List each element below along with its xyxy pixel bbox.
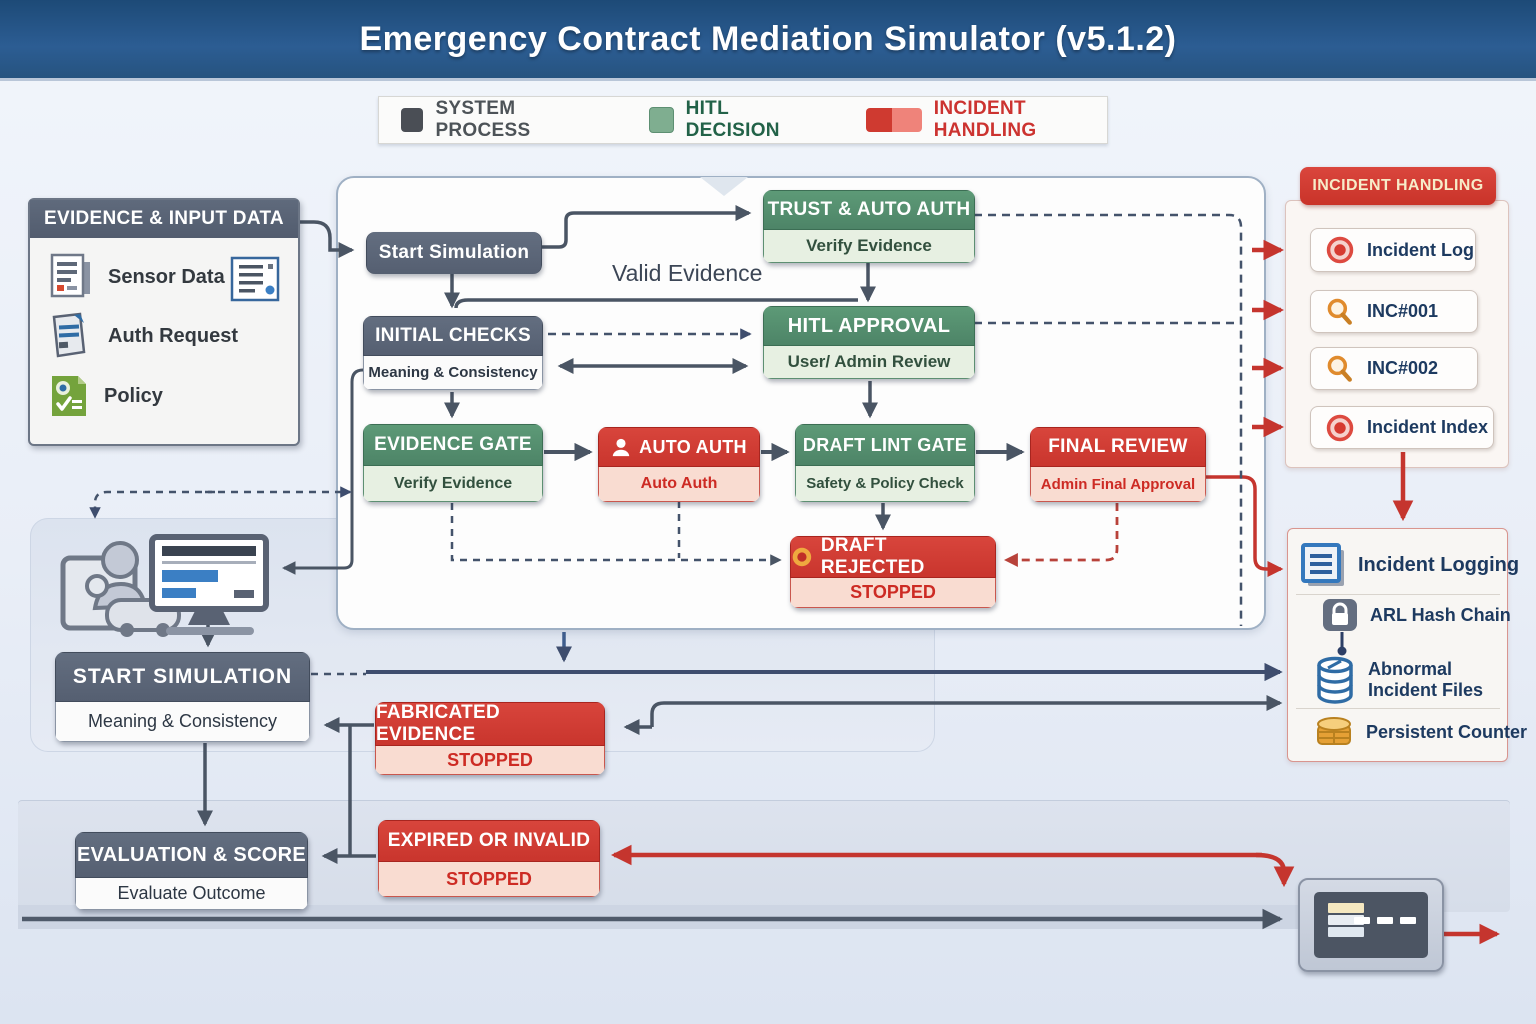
legend-item-hitl-decision: HITL DECISION [649,98,808,142]
evidence-item-auth-request: Auth Request [48,312,238,360]
divider [1296,708,1500,709]
incident-item-log: Incident Log [1310,228,1476,272]
archive-device-icon [1298,878,1444,972]
lock-icon [1323,599,1357,631]
coins-icon [1317,717,1351,745]
fabricated-evidence-node: FABRICATED EVIDENCE STOPPED [375,702,605,775]
incident-item-index: Incident Index [1310,406,1494,449]
divider [1296,594,1500,595]
evidence-item-sensor-data: Sensor Data [48,252,225,302]
stop-ring-icon [792,547,812,567]
incident-item-inc002: INC#002 [1310,347,1478,390]
final-review-node: FINAL REVIEW Admin Final Approval [1030,427,1206,502]
expired-invalid-node: EXPIRED OR INVALID STOPPED [378,820,600,897]
hitl-decision-swatch [649,107,674,133]
evidence-gate-node: EVIDENCE GATE Verify Evidence [363,424,543,502]
start-simulation-node: Start Simulation [366,232,542,274]
sensor-document-icon [50,253,90,298]
device-screen [1314,892,1428,958]
incident-handling-swatch [866,108,922,132]
incident-item-inc001: INC#001 [1310,290,1478,333]
evidence-item-policy: Policy [48,372,163,420]
logging-item-abnormal-incident-files: Abnormal Incident Files [1314,656,1508,704]
monitor-icon [149,534,269,635]
sensor-list-icon [230,256,280,302]
trust-auto-auth-node: TRUST & AUTO AUTH Verify Evidence [763,190,975,263]
start-simulation-manual-node: START SIMULATION Meaning & Consistency [55,652,310,742]
draft-lint-gate-node: DRAFT LINT GATE Safety & Policy Check [795,424,975,502]
magnifier-icon [1327,298,1352,325]
container-fold-decoration [700,177,748,196]
legend-item-incident-handling: INCIDENT HANDLING [866,98,1107,142]
magnifier-icon [1327,355,1352,382]
title-bar: Emergency Contract Mediation Simulator (… [0,0,1536,81]
auto-auth-node: AUTO AUTH Auto Auth [598,427,760,502]
evaluation-score-node: EVALUATION & SCORE Evaluate Outcome [75,832,308,910]
logging-item-arl-hash-chain: ARL Hash Chain [1322,598,1511,632]
log-document-icon [1301,543,1344,586]
evidence-panel-title: EVIDENCE & INPUT DATA [30,200,298,238]
device-row-stack [1328,903,1364,939]
legend-item-system-process: SYSTEM PROCESS [401,98,591,142]
page-title: Emergency Contract Mediation Simulator (… [359,19,1177,58]
incident-handling-title: INCIDENT HANDLING [1300,167,1496,205]
user-icon [612,438,630,457]
logging-item-incident-logging: Incident Logging [1300,542,1519,588]
system-process-swatch [401,108,424,132]
device-dashes [1354,917,1416,924]
record-icon [1326,236,1354,264]
evidence-input-panel: EVIDENCE & INPUT DATA Sensor Data [28,198,300,446]
draft-rejected-node: DRAFT REJECTED STOPPED [790,536,996,608]
legend: SYSTEM PROCESS HITL DECISION INCIDENT HA… [378,96,1108,144]
valid-evidence-label: Valid Evidence [612,260,763,286]
auth-document-icon [52,312,86,358]
database-icon [1317,656,1353,704]
initial-checks-node: INITIAL CHECKS Meaning & Consistency [363,316,543,390]
operator-person-icon [60,541,181,637]
logging-item-persistent-counter: Persistent Counter [1314,714,1527,750]
record-icon [1326,414,1354,441]
hitl-approval-node: HITL APPROVAL User/ Admin Review [763,306,975,379]
policy-document-icon [52,376,86,416]
